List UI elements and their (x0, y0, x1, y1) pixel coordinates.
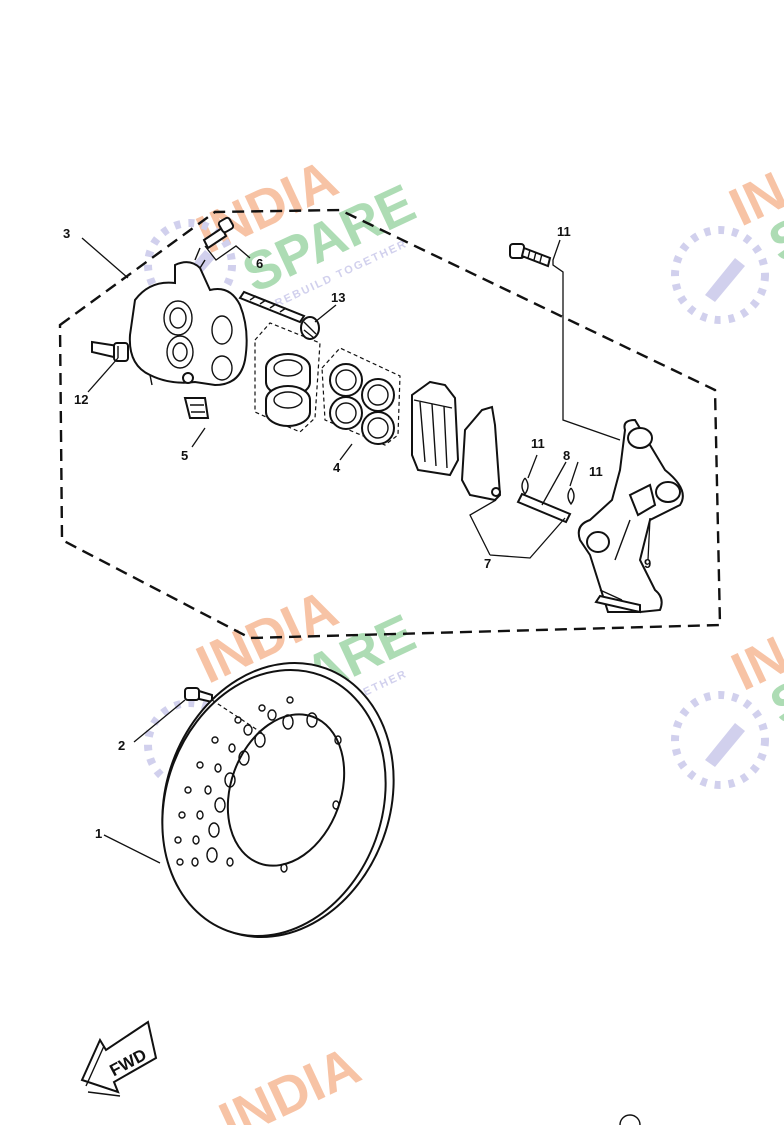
pad-clip-11-left (521, 477, 529, 496)
wrench-logo-icon (671, 226, 769, 324)
callout-7: 7 (484, 556, 491, 571)
callout-9: 9 (644, 556, 651, 571)
fwd-arrow-icon: FWD (80, 1020, 158, 1097)
caliper-bracket-9 (577, 418, 684, 614)
callout-6: 6 (256, 256, 263, 271)
callout-8: 8 (563, 448, 570, 463)
disc-bolt-2 (184, 687, 213, 704)
watermark-right-top: IN S (671, 161, 784, 324)
callout-1: 1 (95, 826, 102, 841)
caliper-assembly-boundary (58, 208, 722, 640)
callout-5: 5 (181, 448, 188, 463)
brake-pad-outer (460, 405, 502, 502)
callout-labels: 3 6 13 11 12 5 4 11 8 11 9 7 2 1 (63, 224, 651, 841)
slide-pin (238, 290, 306, 324)
pad-spring-5 (183, 397, 210, 419)
watermark-bottom: INDIA (211, 1035, 370, 1125)
caliper-pistons (254, 322, 321, 433)
watermark-right-middle: IN S (671, 625, 784, 789)
bleed-screw-6 (194, 216, 235, 261)
disc-holes (174, 696, 342, 873)
callout-4: 4 (333, 460, 341, 475)
caliper-mounting-bolt-12 (91, 340, 129, 362)
seal-kit-4 (321, 347, 401, 446)
callout-13: 13 (331, 290, 345, 305)
page-edge-mark (619, 1114, 641, 1125)
callout-3: 3 (63, 226, 70, 241)
brake-disc-1 (161, 661, 395, 939)
pad-clip-11-right (567, 487, 575, 506)
callout-12: 12 (74, 392, 88, 407)
leader-lines (81, 237, 651, 864)
caliper-body (128, 259, 248, 387)
wrench-logo-icon (671, 691, 769, 789)
brake-pad-inner (411, 380, 460, 477)
callout-11-mid: 11 (531, 436, 545, 451)
callout-2: 2 (118, 738, 125, 753)
watermark-line1: INDIA (211, 1035, 370, 1125)
bracket-bolt-11 (509, 243, 552, 268)
callout-11-top: 11 (557, 224, 571, 239)
pad-pin-8 (516, 492, 572, 524)
callout-11-right: 11 (589, 464, 603, 479)
pin-boot-13 (300, 316, 320, 340)
